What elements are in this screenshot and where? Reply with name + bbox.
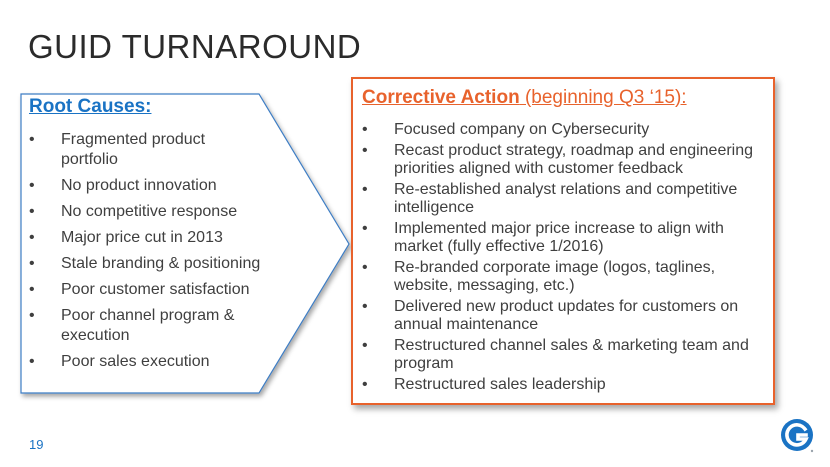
list-item: No competitive response <box>29 202 299 222</box>
corrective-action-heading-strong: Corrective Action <box>362 87 520 108</box>
list-item: Implemented major price increase to alig… <box>362 220 763 256</box>
corrective-action-list: Focused company on Cybersecurity Recast … <box>362 121 763 394</box>
list-item: No product innovation <box>29 176 299 196</box>
corrective-action-heading: Corrective Action (beginning Q3 ‘15): <box>362 87 763 109</box>
list-item: Stale branding & positioning <box>29 254 299 274</box>
list-item: Restructured sales leadership <box>362 376 763 394</box>
root-causes-list: Fragmented product portfolio No product … <box>29 130 299 372</box>
corrective-action-heading-rest: (beginning Q3 ‘15): <box>519 87 687 108</box>
list-item: Fragmented product portfolio <box>29 130 261 170</box>
slide-title: GUID TURNAROUND <box>28 28 362 65</box>
list-item: Restructured channel sales & marketing t… <box>362 337 763 373</box>
corrective-action-box: Corrective Action (beginning Q3 ‘15): Fo… <box>351 77 775 405</box>
list-item: Focused company on Cybersecurity <box>362 121 763 139</box>
list-item: Poor customer satisfaction <box>29 280 299 300</box>
list-item: Recast product strategy, roadmap and eng… <box>362 142 763 178</box>
list-item: Delivered new product updates for custom… <box>362 298 763 334</box>
list-item: Poor channel program & execution <box>29 306 261 346</box>
root-causes-panel: Root Causes: Fragmented product portfoli… <box>29 96 299 378</box>
list-item: Poor sales execution <box>29 352 299 372</box>
guidance-g-logo-icon <box>781 419 814 453</box>
list-item: Re-established analyst relations and com… <box>362 181 763 217</box>
list-item: Re-branded corporate image (logos, tagli… <box>362 259 763 295</box>
page-number: 19 <box>29 437 44 452</box>
list-item: Major price cut in 2013 <box>29 228 299 248</box>
root-causes-heading: Root Causes: <box>29 96 152 117</box>
